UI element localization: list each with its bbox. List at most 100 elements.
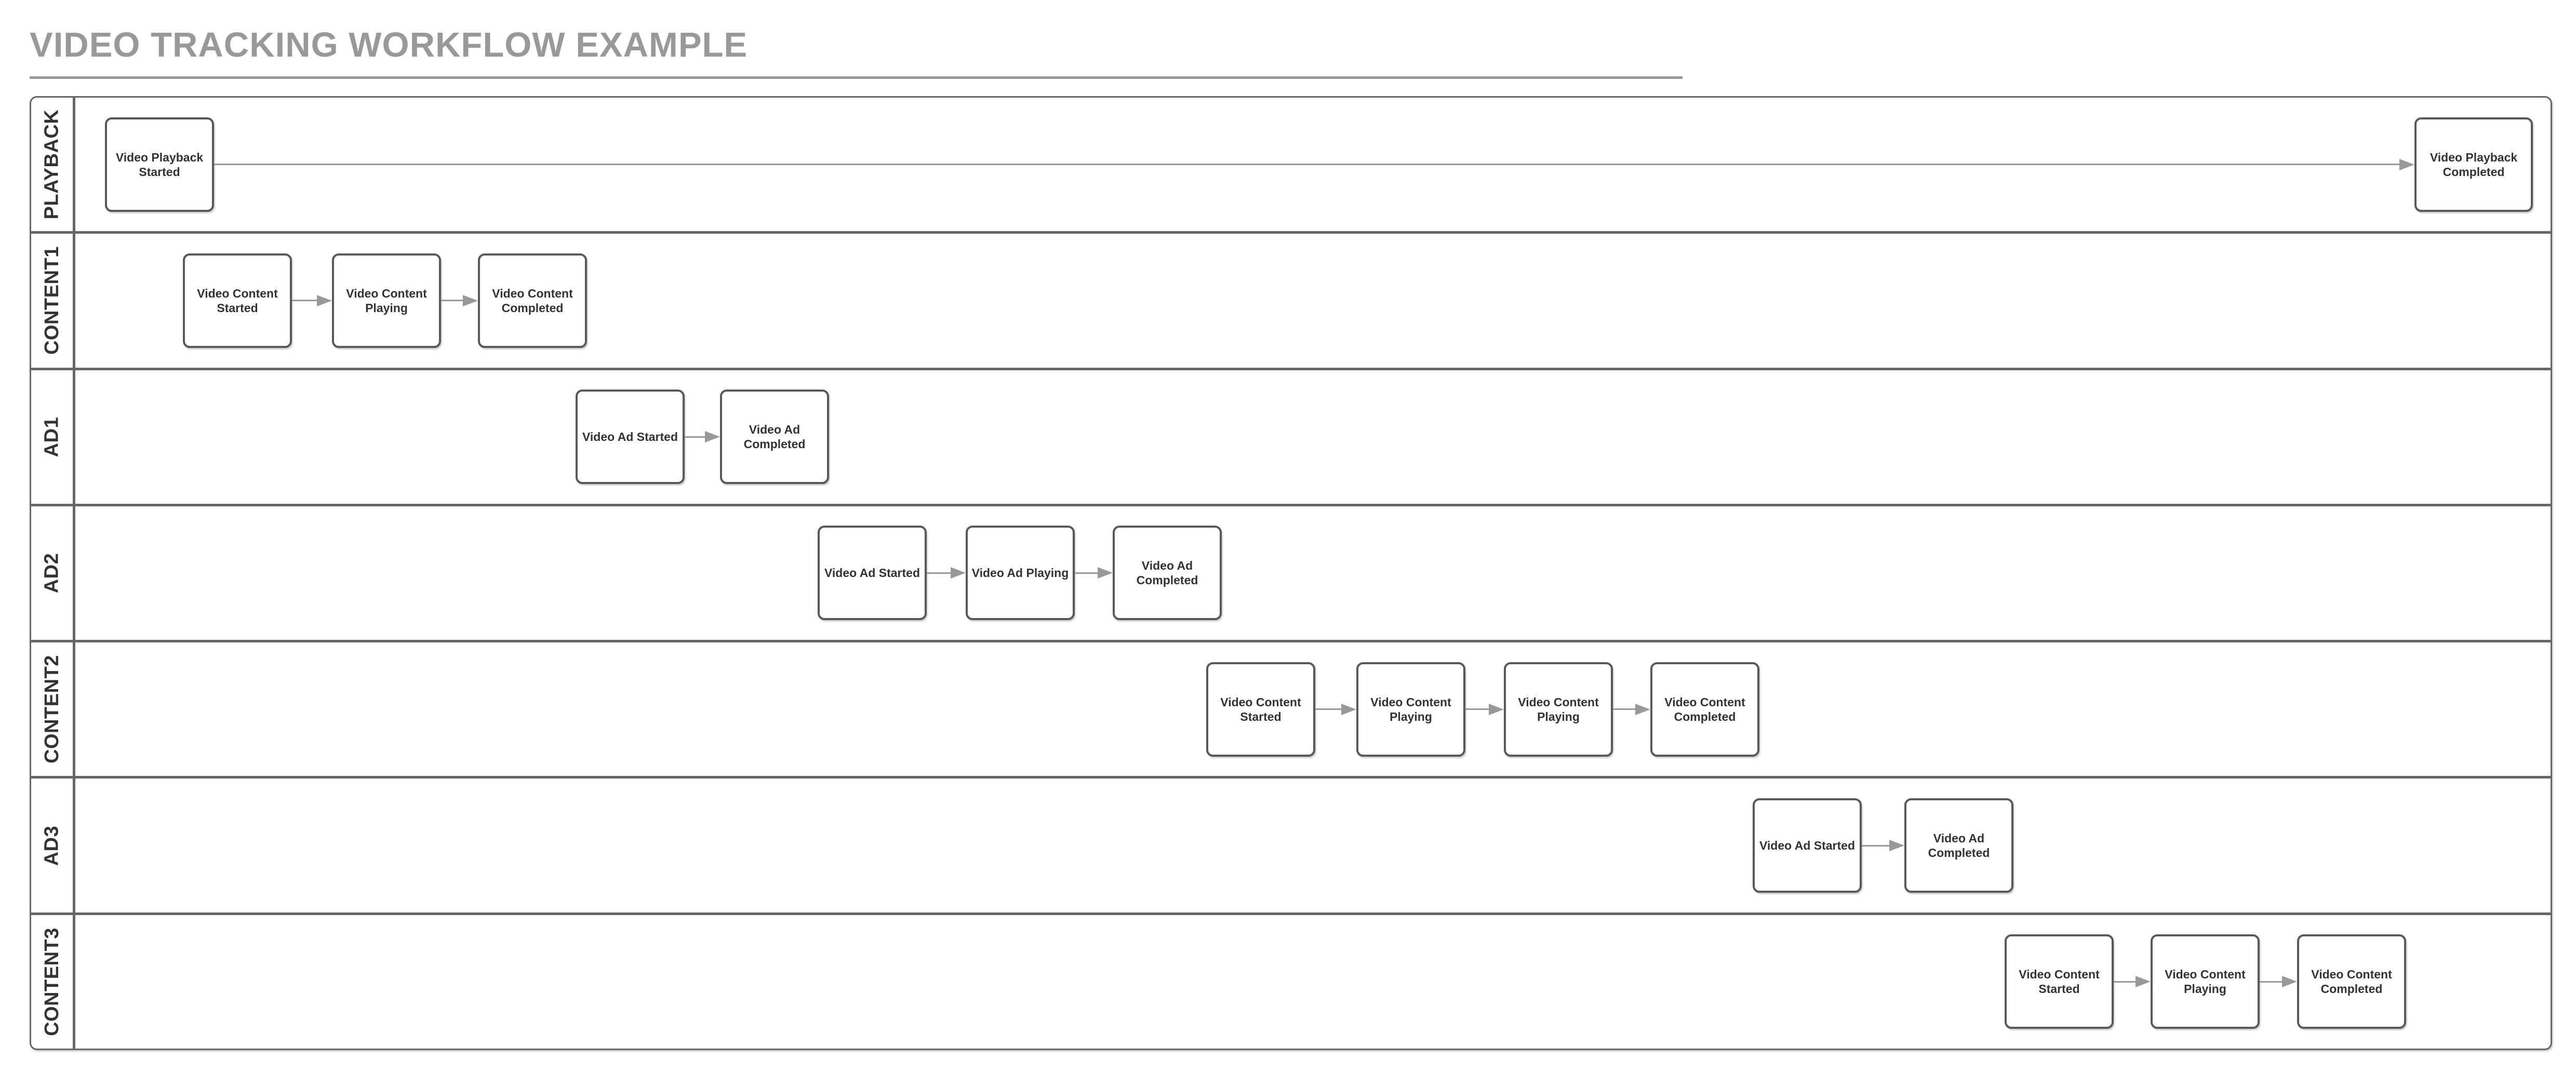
connector-arrow [1862,839,1904,852]
connector-line [2260,981,2284,983]
connector-arrow [1613,703,1650,716]
arrowhead-icon [1489,703,1504,715]
workflow-node-label: Video Content Playing [2165,968,2246,996]
connector-arrow [214,158,2414,171]
workflow-node: Video Content Playing [1356,662,1465,757]
lane-label: CONTENT2 [41,655,63,764]
arrowhead-icon [463,294,478,306]
connector-line [1315,708,1343,710]
workflow-node-label: Video Ad Started [582,430,678,444]
swimlane-pool: PLAYBACK Video Playback Started Video Pl… [30,96,2552,1050]
lane-content: Video Content Started Video Content Play… [75,234,2551,367]
lane-header: CONTENT1 [31,234,75,368]
workflow-node-label: Video Content Completed [2311,968,2392,996]
workflow-node-label: Video Playback Started [115,150,204,179]
arrowhead-icon [2399,158,2414,170]
connector-arrow [927,567,966,579]
lane-header: AD2 [31,506,75,640]
workflow-node-label: Video Content Completed [492,286,573,315]
workflow-node-label: Video Playback Completed [2430,150,2518,179]
workflow-node: Video Content Started [183,253,292,348]
arrowhead-icon [317,294,332,306]
workflow-node: Video Content Playing [332,253,441,348]
workflow-node: Video Ad Completed [1904,798,2013,893]
arrowhead-icon [1635,703,1650,715]
lane-label: AD1 [41,417,63,457]
connector-line [292,300,318,302]
connector-line [1465,708,1490,710]
swimlane-ad3: AD3 Video Ad Started Video Ad Completed [31,776,2551,912]
connector-line [2114,981,2137,983]
workflow-node: Video Content Completed [478,253,587,348]
workflow-node: Video Ad Completed [1113,526,1222,621]
workflow-node: Video Content Playing [1504,662,1613,757]
connector-arrow [441,294,478,307]
arrowhead-icon [1341,703,1356,715]
connector-arrow [1075,567,1113,579]
lane-label: AD3 [41,825,63,866]
connector-line [1862,844,1891,847]
lane-label: AD2 [41,553,63,594]
lane-header: AD1 [31,370,75,504]
workflow-node-label: Video Ad Completed [1136,559,1198,587]
connector-arrow [1315,703,1356,716]
arrowhead-icon [1098,567,1113,579]
lane-label: PLAYBACK [41,109,63,220]
lane-label: CONTENT1 [41,246,63,355]
swimlane-content1: CONTENT1 Video Content Started Video Con… [31,231,2551,368]
swimlane-content3: CONTENT3 Video Content Started Video Con… [31,912,2551,1049]
workflow-node: Video Content Started [1206,662,1315,757]
workflow-node: Video Content Playing [2151,934,2260,1029]
workflow-node-label: Video Content Started [197,286,278,315]
lane-header: AD3 [31,779,75,912]
workflow-node-label: Video Ad Completed [743,423,806,451]
connector-line [214,164,2401,166]
workflow-node-label: Video Content Started [1220,695,1301,723]
connector-line [927,572,952,574]
lane-content: Video Ad Started Video Ad Completed [75,370,2551,504]
connector-line [441,300,464,302]
workflow-node-label: Video Content Playing [1370,695,1451,723]
lane-content: Video Ad Started Video Ad Completed [75,779,2551,912]
workflow-node-label: Video Ad Playing [971,566,1069,580]
arrowhead-icon [2135,976,2151,988]
connector-arrow [292,294,332,307]
swimlane-ad1: AD1 Video Ad Started Video Ad Completed [31,367,2551,504]
connector-arrow [685,431,720,443]
workflow-node: Video Ad Started [818,526,927,621]
connector-arrow [2260,975,2297,988]
lane-header: CONTENT2 [31,642,75,776]
workflow-node: Video Playback Completed [2414,117,2533,212]
connector-line [685,436,706,438]
arrowhead-icon [705,431,720,443]
arrowhead-icon [1889,840,1904,852]
lane-label: CONTENT3 [41,927,63,1036]
workflow-node: Video Ad Playing [966,526,1075,621]
lane-content: Video Content Started Video Content Play… [75,642,2551,776]
lane-content: Video Playback Started Video Playback Co… [75,98,2551,231]
workflow-node: Video Ad Completed [720,390,829,485]
workflow-node-label: Video Ad Completed [1928,831,1990,860]
page-title: VIDEO TRACKING WORKFLOW EXAMPLE [30,25,748,64]
lane-content: Video Ad Started Video Ad Playing Video … [75,506,2551,640]
connector-arrow [2114,975,2151,988]
swimlane-ad2: AD2 Video Ad Started Video Ad Playing Vi… [31,503,2551,640]
workflow-node: Video Content Completed [1650,662,1759,757]
lane-header: CONTENT3 [31,915,75,1049]
workflow-node: Video Playback Started [105,117,214,212]
title-underline [30,76,1683,79]
swimlane-content2: CONTENT2 Video Content Started Video Con… [31,640,2551,776]
workflow-node: Video Ad Started [576,390,685,485]
workflow-node: Video Content Started [2005,934,2114,1029]
workflow-node-label: Video Content Completed [1664,695,1745,723]
workflow-node: Video Content Completed [2297,934,2406,1029]
arrowhead-icon [2282,976,2297,988]
connector-line [1075,572,1099,574]
workflow-node-label: Video Ad Started [824,566,920,580]
workflow-node: Video Ad Started [1753,798,1862,893]
workflow-node-label: Video Content Started [2019,968,2100,996]
swimlane-playback: PLAYBACK Video Playback Started Video Pl… [31,98,2551,232]
arrowhead-icon [951,567,966,579]
workflow-node-label: Video Ad Started [1759,839,1856,853]
